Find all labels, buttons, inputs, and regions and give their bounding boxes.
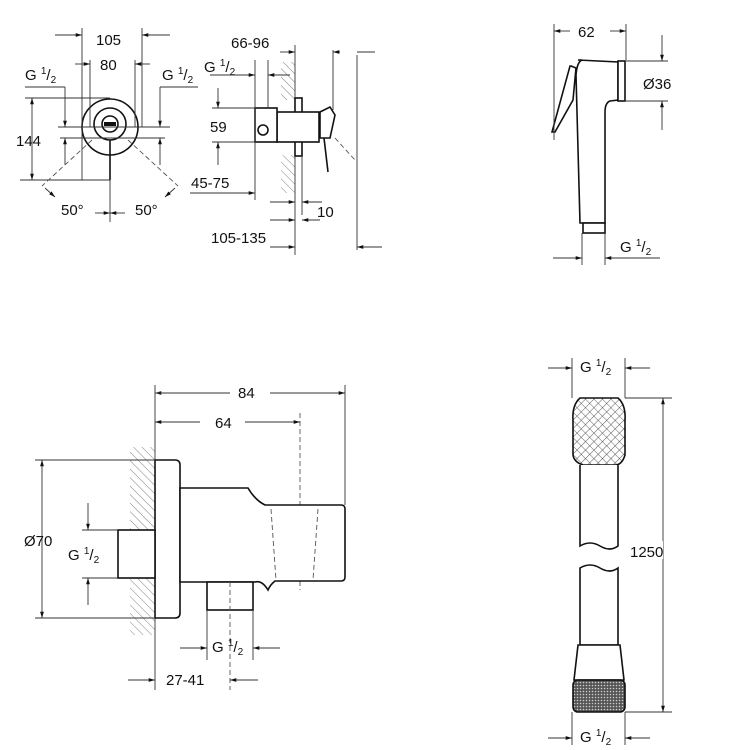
thread-label: G 1/2 xyxy=(580,358,612,378)
hose-view: G 1/2 1250 G 1/2 xyxy=(548,358,672,748)
dim-width-inner: 80 xyxy=(100,57,117,74)
thread-label: G 1/2 xyxy=(162,66,194,86)
dim-depth-body: 45-75 xyxy=(191,175,229,192)
hand-shower-view: 62 Ø36 G 1/2 xyxy=(550,24,671,265)
dim-height-inlet: 59 xyxy=(210,119,227,136)
dim-length: 62 xyxy=(578,24,595,41)
mixer-front-view: 105 80 G 1/2 G 1/2 144 50° 50° xyxy=(16,28,198,222)
dim-angle-right: 50° xyxy=(135,202,158,219)
dim-plate: 10 xyxy=(317,204,334,221)
dim-depth-wall: 66-96 xyxy=(231,35,269,52)
dim-length-holder: 64 xyxy=(215,415,232,432)
thread-label: G 1/2 xyxy=(25,66,57,86)
dim-width-outer: 105 xyxy=(96,32,121,49)
thread-label: G 1/2 xyxy=(580,728,612,748)
thread-label: G 1/2 xyxy=(68,546,100,566)
mixer-side-view: 66-96 G 1/2 59 45-75 10 105-135 xyxy=(190,35,382,255)
thread-label: G 1/2 xyxy=(620,238,652,258)
dim-hose-length: 1250 xyxy=(630,544,663,561)
dim-height: 144 xyxy=(16,133,41,150)
dim-diameter: Ø36 xyxy=(643,76,671,93)
dim-length-total: 84 xyxy=(238,385,255,402)
dim-depth-total: 105-135 xyxy=(211,230,266,247)
dim-angle-left: 50° xyxy=(61,202,84,219)
wall-outlet-view: 84 64 Ø70 G 1/2 G 1/2 27-41 xyxy=(24,385,346,690)
dim-projection: 27-41 xyxy=(166,672,204,689)
thread-label: G 1/2 xyxy=(212,638,244,658)
dim-diameter: Ø70 xyxy=(24,533,52,550)
thread-label: G 1/2 xyxy=(204,58,236,78)
